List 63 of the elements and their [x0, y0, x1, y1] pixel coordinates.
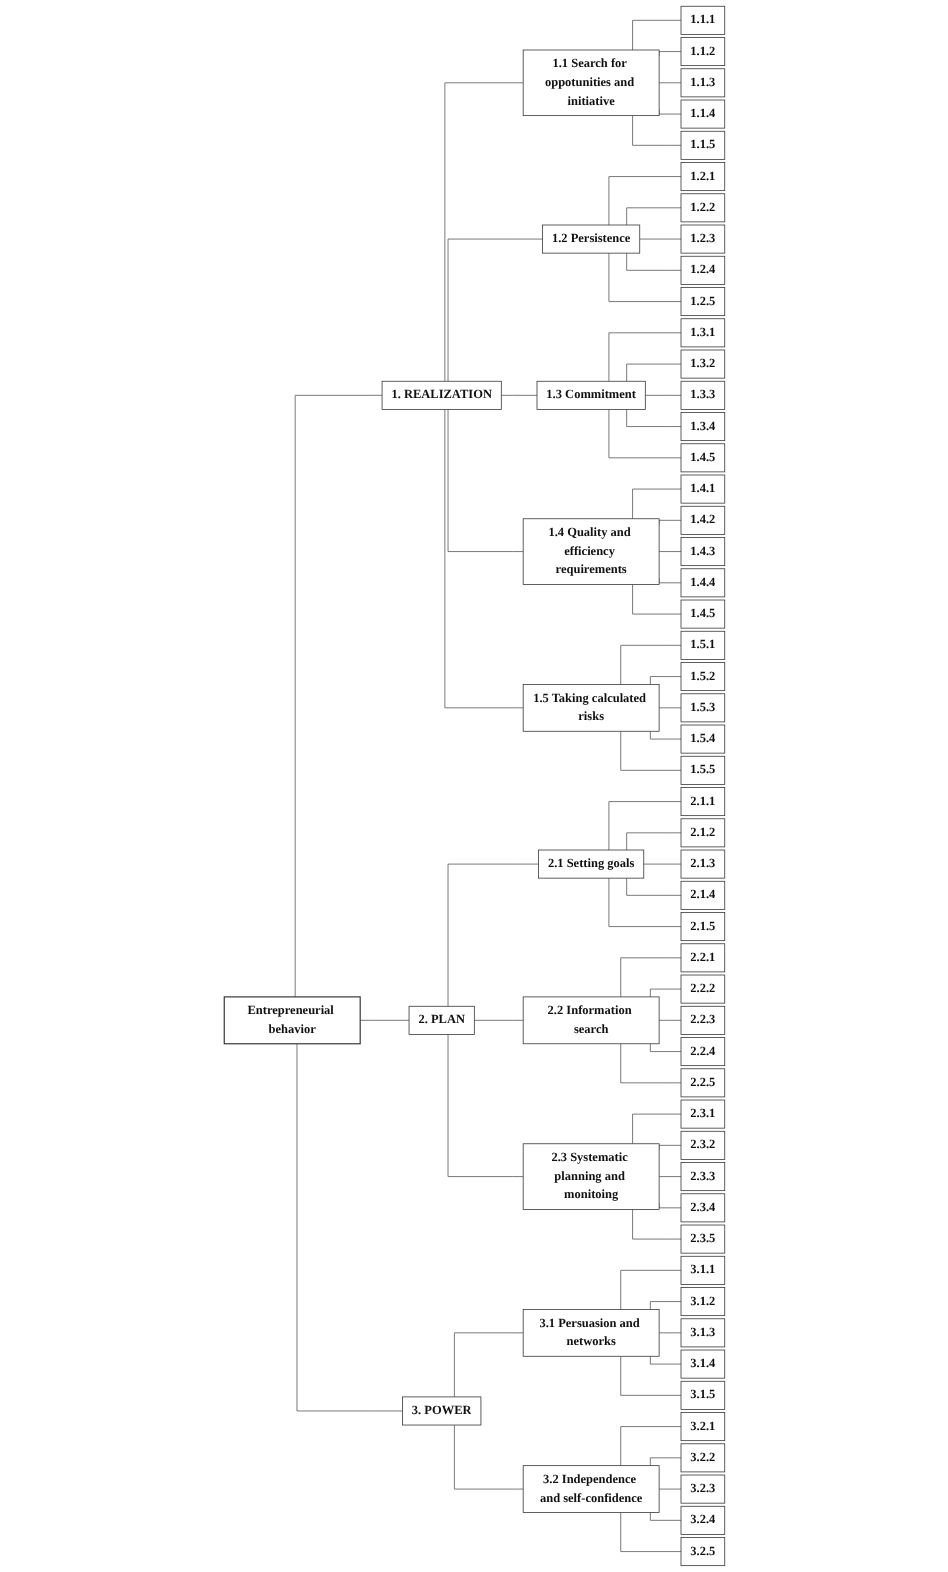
connector [658, 109, 681, 115]
connector [608, 176, 681, 226]
connector [658, 1488, 681, 1490]
connector [649, 676, 681, 685]
connector [473, 1019, 524, 1021]
connector [625, 252, 681, 271]
connector [658, 82, 681, 84]
connector [649, 1512, 681, 1521]
connector [658, 578, 681, 584]
connector [625, 832, 681, 851]
connector [649, 988, 681, 998]
connector [644, 394, 681, 396]
connector [294, 394, 382, 998]
connector [619, 1355, 681, 1396]
connector [453, 1424, 524, 1490]
connector [619, 730, 681, 771]
connector [658, 1332, 681, 1334]
connector [608, 409, 681, 459]
connector [631, 115, 681, 146]
connector [608, 332, 681, 382]
connector [625, 409, 681, 427]
connector [447, 863, 539, 1007]
connector [658, 1176, 681, 1177]
connector [625, 363, 681, 382]
connector [631, 488, 681, 520]
connector [608, 252, 681, 302]
connector [453, 1332, 524, 1398]
connector [619, 1043, 681, 1084]
connector [658, 1019, 681, 1021]
connector [631, 1209, 681, 1240]
connector [649, 1355, 681, 1365]
connector [443, 82, 524, 382]
connector [649, 1457, 681, 1467]
connector [658, 1144, 681, 1151]
connector [631, 19, 681, 51]
connector [447, 238, 543, 382]
connector [608, 877, 681, 927]
connector [658, 519, 681, 526]
connector [638, 238, 681, 240]
connector [658, 551, 681, 552]
connector [619, 957, 681, 998]
connector [658, 51, 681, 57]
connector [631, 1113, 681, 1145]
connector [447, 1034, 524, 1177]
connector [625, 877, 681, 896]
connector [443, 409, 524, 709]
connector [658, 1203, 681, 1209]
connector [296, 1043, 403, 1412]
connector [619, 1426, 681, 1467]
connector [619, 1512, 681, 1552]
connector [359, 1019, 409, 1021]
connector [619, 1269, 681, 1310]
connector [649, 1043, 681, 1052]
connector [447, 409, 524, 552]
connector [625, 207, 681, 226]
connector [649, 730, 681, 740]
connector [619, 644, 681, 685]
connector [649, 1301, 681, 1310]
connector [658, 707, 681, 709]
connector [500, 394, 537, 396]
connector [608, 801, 681, 851]
connector [631, 584, 681, 615]
connector [642, 863, 681, 865]
